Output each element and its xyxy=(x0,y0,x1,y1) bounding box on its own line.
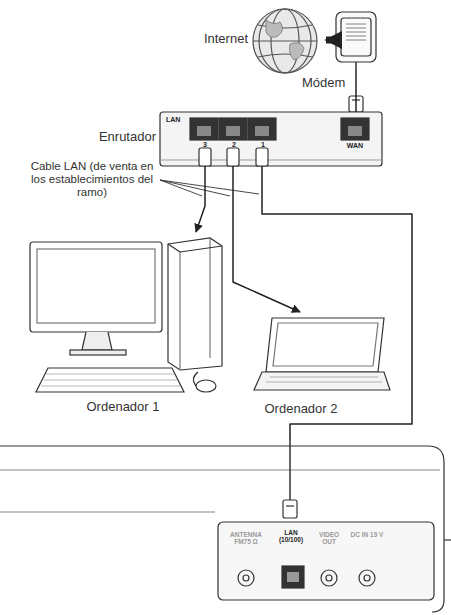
node-label: ANTENNA FM75 Ω xyxy=(224,531,268,546)
text-slot: VIDEO OUT xyxy=(312,531,346,546)
node-label: DC IN 19 V xyxy=(350,531,384,538)
lan-cable xyxy=(233,166,300,312)
text-slot: LAN xyxy=(166,116,190,124)
device-node: ANTENNA FM75 Ω LAN (10/100)VIDEO OUT DC IN… xyxy=(0,440,445,612)
text-slot: Ordenador 2 xyxy=(256,402,346,417)
node-label: WAN xyxy=(340,142,370,150)
node-label: 1 xyxy=(258,141,268,149)
text-slot: DC IN 19 V xyxy=(350,531,384,538)
node-label: LAN (10/100) xyxy=(273,529,309,544)
globe-icon xyxy=(253,9,317,73)
node-label: Módem xyxy=(302,76,352,91)
text-slot: LAN (10/100) xyxy=(273,529,309,544)
node-label: 3 xyxy=(200,141,210,149)
text-slot: Módem xyxy=(302,76,352,91)
modem-icon xyxy=(336,12,376,112)
text-slot: ANTENNA FM75 Ω xyxy=(224,531,268,546)
text-slot: Enrutador xyxy=(84,130,156,145)
node-label: 2 xyxy=(229,141,239,149)
node-label: LAN xyxy=(166,116,190,124)
router-icon xyxy=(160,112,382,166)
text-slot: Internet xyxy=(178,32,248,47)
node-label: Ordenador 2 xyxy=(256,402,346,417)
text-slot: Ordenador 1 xyxy=(78,400,168,415)
text-slot: 3 xyxy=(200,141,210,149)
device-node: Ordenador 1 xyxy=(28,232,224,397)
device-rear-panel xyxy=(0,440,451,612)
device-node: Internet xyxy=(252,8,318,74)
node-label: Enrutador xyxy=(84,130,156,145)
cable-label: Cable LAN (de venta en los establecimien… xyxy=(28,160,156,200)
text-slot: Cable LAN (de venta en los establecimien… xyxy=(28,160,156,200)
device-node: Módem xyxy=(334,12,378,70)
node-label: Internet xyxy=(178,32,248,47)
lan-cable xyxy=(355,70,357,112)
desktop-computer xyxy=(30,238,222,392)
text-slot: 2 xyxy=(229,141,239,149)
device-node: Ordenador 2 xyxy=(250,312,392,398)
leader-line xyxy=(160,180,259,196)
laptop-computer xyxy=(254,318,390,390)
lan-cable xyxy=(262,166,412,440)
device-node: EnrutadorLAN321WAN xyxy=(160,112,382,166)
node-label: VIDEO OUT xyxy=(312,531,346,546)
lan-cable xyxy=(196,166,205,232)
text-slot: WAN xyxy=(340,142,370,150)
text-slot: 1 xyxy=(258,141,268,149)
lan-cable xyxy=(326,37,334,44)
node-label: Ordenador 1 xyxy=(78,400,168,415)
